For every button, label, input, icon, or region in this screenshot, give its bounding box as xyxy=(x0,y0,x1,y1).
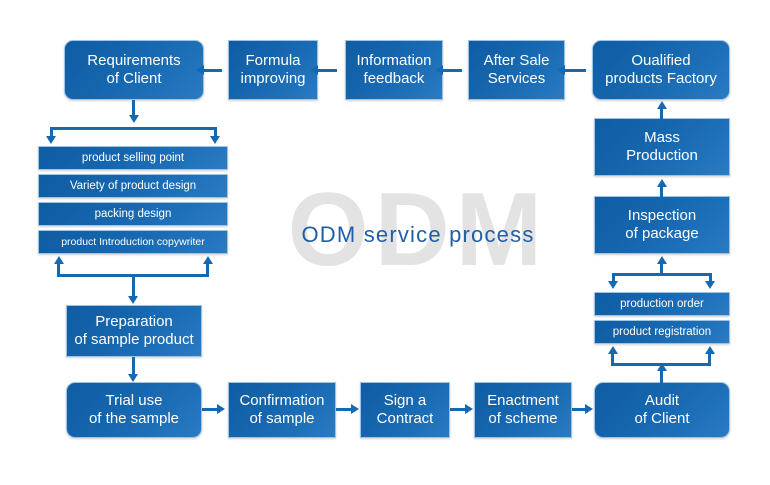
arrowhead-sign-to-enactment xyxy=(465,404,473,414)
arrowhead-stack-left-up xyxy=(54,256,64,264)
arrowhead-trial-to-confirmation xyxy=(217,404,225,414)
connector-requirements-bracket-bar xyxy=(50,127,217,130)
arrowhead-stack-right-up xyxy=(203,256,213,264)
arrowhead-requirements-bracket-right xyxy=(210,136,220,144)
arrowhead-order-bracket-right xyxy=(705,281,715,289)
connector-sign-to-enactment xyxy=(450,408,466,411)
arrowhead-confirmation-to-sign xyxy=(351,404,359,414)
connector-infofeedback-to-formula xyxy=(318,69,337,72)
arrowhead-requirements-stem xyxy=(129,115,139,123)
arrowhead-audit-bracket-left xyxy=(608,346,618,354)
connector-requirements-stem xyxy=(132,100,135,116)
arrowhead-order-bracket-left xyxy=(608,281,618,289)
arrowhead-factory-to-aftersale xyxy=(557,65,565,75)
arrowhead-audit-stem xyxy=(657,363,667,371)
connector-order-to-inspection-stem xyxy=(660,263,663,275)
connector-preparation-to-trial xyxy=(132,357,135,375)
odm-watermark: ODM xyxy=(287,172,549,288)
connector-audit-bracket-left xyxy=(611,353,614,365)
connector-inspection-to-mass xyxy=(660,186,663,198)
connector-requirements-bracket-right xyxy=(214,127,217,139)
connector-confirmation-to-sign xyxy=(336,408,352,411)
arrowhead-order-to-inspection xyxy=(657,256,667,264)
arrowhead-audit-bracket-right xyxy=(705,346,715,354)
connector-stack-right-up xyxy=(206,263,209,276)
node-variety-of-product-design[interactable]: Variety of product design xyxy=(38,174,228,198)
arrowhead-requirements-bracket-left xyxy=(46,136,56,144)
connector-order-bracket-bar xyxy=(612,273,712,276)
arrowhead-inspection-to-mass xyxy=(657,179,667,187)
connector-enactment-to-audit xyxy=(572,408,586,411)
arrowhead-enactment-to-audit xyxy=(585,404,593,414)
arrowhead-formula-to-requirements xyxy=(196,65,204,75)
connector-order-bracket-left xyxy=(612,273,615,283)
node-product-registration[interactable]: product registration xyxy=(594,320,730,344)
node-product-selling-point[interactable]: product selling point xyxy=(38,146,228,170)
arrowhead-mass-to-factory xyxy=(657,101,667,109)
connector-order-bracket-right xyxy=(709,273,712,283)
connector-requirements-bracket-left xyxy=(50,127,53,139)
connector-trial-to-confirmation xyxy=(202,408,218,411)
node-production-order[interactable]: production order xyxy=(594,292,730,316)
arrowhead-bracket-to-preparation xyxy=(128,296,138,304)
arrowhead-infofeedback-to-formula xyxy=(310,65,318,75)
connector-aftersale-to-infofeedback xyxy=(443,69,462,72)
connector-audit-bracket-right xyxy=(708,353,711,365)
connector-audit-stem xyxy=(660,370,663,383)
connector-mass-to-factory xyxy=(660,108,663,120)
connector-factory-to-aftersale xyxy=(565,69,586,72)
node-product-introduction-copywriter[interactable]: product Introduction copywriter xyxy=(38,230,228,254)
arrowhead-aftersale-to-infofeedback xyxy=(435,65,443,75)
arrowhead-preparation-to-trial xyxy=(128,374,138,382)
connector-formula-to-requirements xyxy=(204,69,222,72)
connector-bracket-to-preparation xyxy=(132,274,135,298)
node-packing-design[interactable]: packing design xyxy=(38,202,228,226)
diagram-title: ODM service process xyxy=(301,222,535,247)
connector-stack-left-up xyxy=(57,263,60,276)
